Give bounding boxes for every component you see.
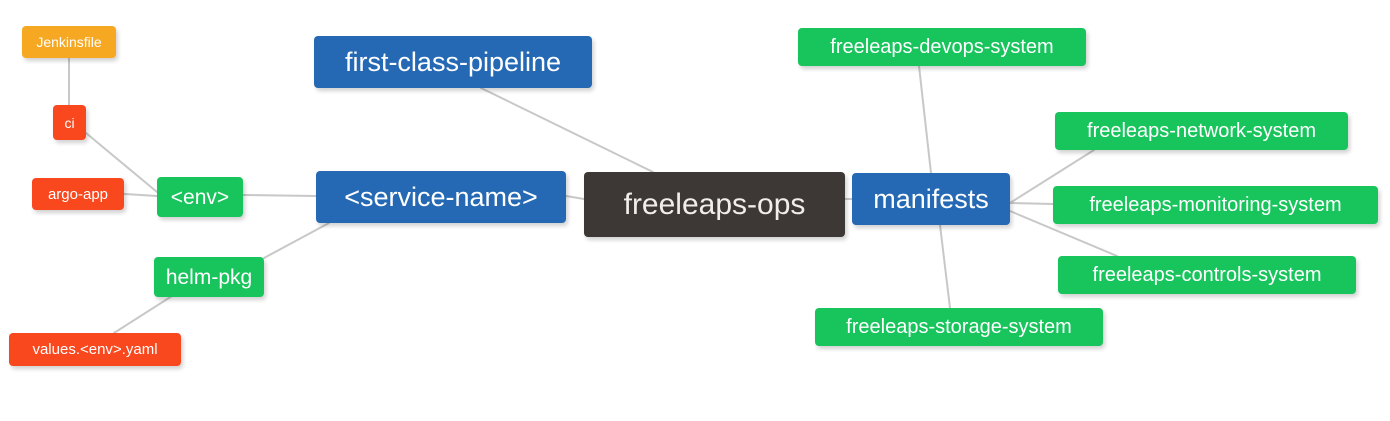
node-label-freeleaps-monitoring-system: freeleaps-monitoring-system: [1089, 194, 1342, 216]
node-label-argo-app: argo-app: [47, 185, 109, 203]
edge-env-to-service-name: [242, 194, 317, 197]
node-label-jenkinsfile: Jenkinsfile: [36, 34, 102, 50]
mindmap-node-env[interactable]: <env>: [157, 177, 243, 217]
edge-first-class-pipeline-to-freeleaps-ops: [480, 87, 654, 173]
mindmap-node-ci[interactable]: ci: [53, 105, 86, 140]
node-label-freeleaps-controls-system: freeleaps-controls-system: [1092, 264, 1322, 286]
mindmap-node-helm-pkg[interactable]: helm-pkg: [154, 257, 264, 297]
edge-manifests-to-freeleaps-storage-system: [939, 224, 951, 309]
mindmap-node-service-name[interactable]: <service-name>: [316, 171, 566, 223]
edge-helm-pkg-to-values-yaml: [113, 295, 173, 334]
edge-manifests-to-freeleaps-monitoring-system: [1009, 202, 1054, 205]
edge-argo-app-to-env: [123, 193, 158, 197]
node-label-helm-pkg: helm-pkg: [165, 265, 253, 289]
node-label-ci: ci: [64, 114, 75, 131]
node-label-freeleaps-network-system: freeleaps-network-system: [1087, 120, 1316, 142]
mindmap-node-argo-app[interactable]: argo-app: [32, 178, 124, 210]
mindmap-node-freeleaps-network-system[interactable]: freeleaps-network-system: [1055, 112, 1348, 150]
mindmap-node-freeleaps-controls-system[interactable]: freeleaps-controls-system: [1058, 256, 1356, 294]
mindmap-node-jenkinsfile[interactable]: Jenkinsfile: [22, 26, 116, 58]
mindmap-node-manifests[interactable]: manifests: [852, 173, 1010, 225]
edge-manifests-to-freeleaps-devops-system: [918, 65, 932, 174]
mindmap-node-freeleaps-monitoring-system[interactable]: freeleaps-monitoring-system: [1053, 186, 1378, 224]
node-label-freeleaps-devops-system: freeleaps-devops-system: [830, 36, 1054, 58]
node-label-freeleaps-ops: freeleaps-ops: [623, 187, 806, 221]
mindmap-node-freeleaps-devops-system[interactable]: freeleaps-devops-system: [798, 28, 1086, 66]
node-label-service-name: <service-name>: [344, 181, 538, 212]
node-label-manifests: manifests: [873, 183, 989, 214]
edge-service-name-to-helm-pkg: [263, 222, 330, 259]
mindmap-node-freeleaps-storage-system[interactable]: freeleaps-storage-system: [815, 308, 1103, 346]
mindmap-node-values-yaml[interactable]: values.<env>.yaml: [9, 333, 181, 366]
node-label-env: <env>: [170, 185, 230, 209]
node-label-values-yaml: values.<env>.yaml: [32, 341, 158, 358]
mindmap-node-first-class-pipeline[interactable]: first-class-pipeline: [314, 36, 592, 88]
node-label-first-class-pipeline: first-class-pipeline: [344, 46, 562, 77]
edge-service-name-to-freeleaps-ops: [565, 195, 585, 200]
mindmap-node-freeleaps-ops[interactable]: freeleaps-ops: [584, 172, 845, 237]
node-label-freeleaps-storage-system: freeleaps-storage-system: [846, 316, 1072, 338]
